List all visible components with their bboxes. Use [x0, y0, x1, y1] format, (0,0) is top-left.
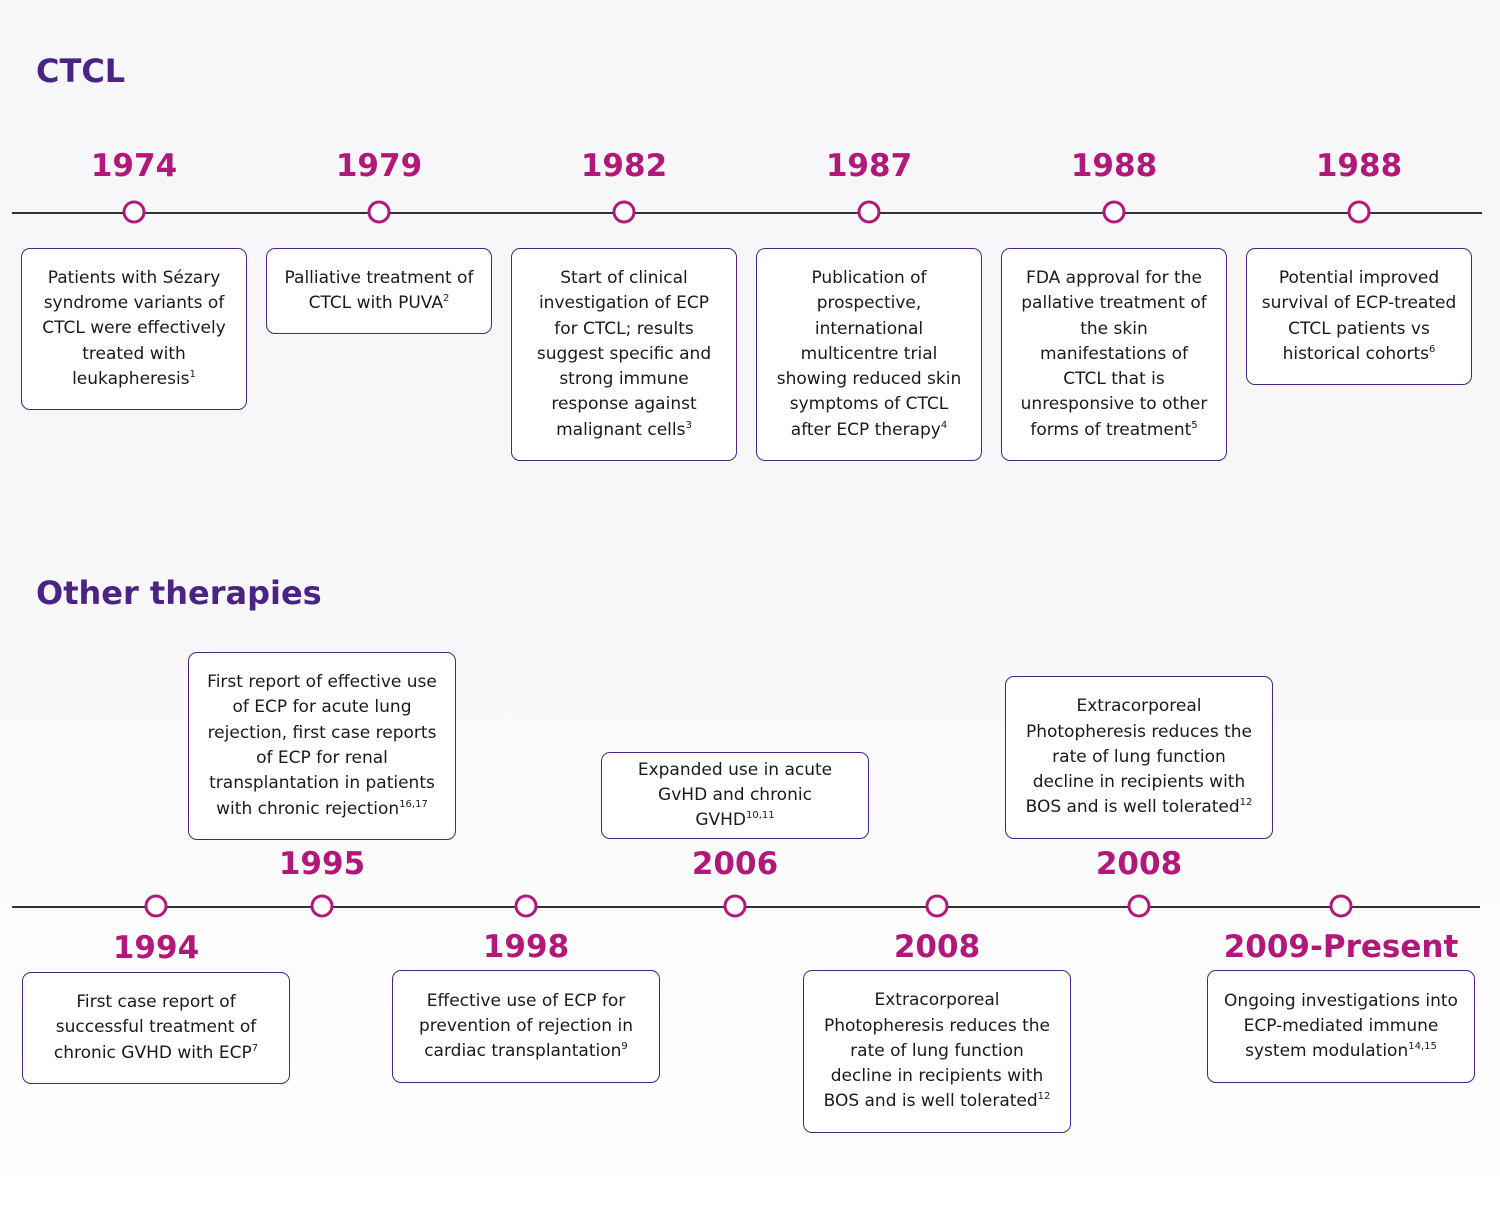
reference-number: 7 — [251, 1042, 259, 1054]
year-label: 1974 — [90, 148, 178, 184]
reference-number: 14,15 — [1408, 1041, 1437, 1053]
timeline-marker — [1102, 200, 1126, 224]
event-box: Palliative treatment of CTCL with PUVA2 — [266, 248, 492, 334]
year-label: 1998 — [482, 929, 570, 965]
year-label: 1994 — [112, 930, 200, 966]
timeline-marker — [612, 200, 636, 224]
event-box: FDA approval for the pallative treatment… — [1001, 248, 1227, 461]
other-therapies-section — [0, 522, 1500, 1206]
event-text: Extracorporeal Photopheresis reduces the… — [823, 990, 1051, 1112]
year-label: 1979 — [335, 148, 423, 184]
event-box: First case report of successful treatmen… — [22, 972, 290, 1084]
timeline-marker — [857, 200, 881, 224]
event-text: Expanded use in acute GvHD and chronic G… — [637, 759, 833, 831]
event-text-wrap: First report of effective use of ECP for… — [203, 670, 441, 822]
reference-number: 9 — [621, 1041, 628, 1053]
timeline-marker — [1127, 894, 1151, 918]
timeline-marker — [310, 894, 334, 918]
event-text-wrap: Palliative treatment of CTCL with PUVA2 — [281, 266, 477, 317]
timeline-marker — [925, 894, 949, 918]
event-box: Publication of prospective, internationa… — [756, 248, 982, 461]
timeline-marker — [144, 894, 168, 918]
reference-number: 16,17 — [399, 798, 428, 810]
event-text-wrap: Potential improved survival of ECP-treat… — [1261, 266, 1457, 367]
event-box: Patients with Sézary syndrome variants o… — [21, 248, 247, 410]
year-label: 2008 — [893, 929, 981, 965]
event-box: Ongoing investigations into ECP-mediated… — [1207, 970, 1475, 1083]
event-text-wrap: Publication of prospective, internationa… — [771, 266, 967, 443]
event-text: FDA approval for the pallative treatment… — [1020, 267, 1208, 440]
event-text-wrap: Effective use of ECP for prevention of r… — [407, 989, 645, 1065]
event-text: Ongoing investigations into ECP-mediated… — [1224, 990, 1458, 1062]
event-text: Palliative treatment of CTCL with PUVA — [284, 267, 474, 313]
event-text: Potential improved survival of ECP-treat… — [1261, 267, 1457, 364]
other-therapies-heading: Other therapies — [36, 574, 322, 612]
reference-number: 12 — [1037, 1091, 1051, 1103]
event-text: First report of effective use of ECP for… — [207, 672, 437, 819]
reference-number: 2 — [442, 293, 450, 304]
year-label: 1988 — [1070, 148, 1158, 184]
event-text: Patients with Sézary syndrome variants o… — [42, 267, 226, 389]
event-text: First case report of successful treatmen… — [53, 992, 257, 1063]
event-text-wrap: Ongoing investigations into ECP-mediated… — [1222, 989, 1460, 1065]
event-text-wrap: First case report of successful treatmen… — [37, 990, 275, 1066]
event-text-wrap: Start of clinical investigation of ECP f… — [526, 266, 722, 443]
timeline-marker — [1347, 200, 1371, 224]
event-box: Extracorporeal Photopheresis reduces the… — [1005, 676, 1273, 839]
year-label: 1987 — [825, 148, 913, 184]
event-text: Start of clinical investigation of ECP f… — [536, 267, 712, 440]
timeline-marker — [723, 894, 747, 918]
event-box: Start of clinical investigation of ECP f… — [511, 248, 737, 461]
event-box: Effective use of ECP for prevention of r… — [392, 970, 660, 1083]
event-text: Effective use of ECP for prevention of r… — [419, 990, 633, 1062]
year-label: 1995 — [278, 846, 366, 882]
year-label: 1982 — [580, 148, 668, 184]
event-text-wrap: Expanded use in acute GvHD and chronic G… — [616, 758, 854, 834]
event-text: Publication of prospective, internationa… — [776, 267, 962, 440]
reference-number: 6 — [1429, 343, 1436, 355]
event-box: Expanded use in acute GvHD and chronic G… — [601, 752, 869, 839]
event-box: First report of effective use of ECP for… — [188, 652, 456, 840]
timeline-marker — [514, 894, 538, 918]
timeline-marker — [367, 200, 391, 224]
ctcl-heading: CTCL — [36, 52, 126, 90]
reference-number: 10,11 — [746, 810, 775, 822]
reference-number: 1 — [189, 368, 196, 380]
timeline-marker — [1329, 894, 1353, 918]
reference-number: 12 — [1239, 797, 1253, 809]
event-text-wrap: Extracorporeal Photopheresis reduces the… — [818, 988, 1056, 1114]
year-label: 2008 — [1095, 846, 1183, 882]
event-box: Potential improved survival of ECP-treat… — [1246, 248, 1472, 385]
reference-number: 3 — [685, 419, 692, 431]
event-text: Extracorporeal Photopheresis reduces the… — [1025, 696, 1253, 818]
event-text-wrap: Patients with Sézary syndrome variants o… — [36, 266, 232, 392]
event-box: Extracorporeal Photopheresis reduces the… — [803, 970, 1071, 1133]
event-text-wrap: FDA approval for the pallative treatment… — [1016, 266, 1212, 443]
timeline-marker — [122, 200, 146, 224]
timeline-line — [12, 212, 1482, 214]
reference-number: 5 — [1191, 419, 1198, 431]
reference-number: 4 — [940, 419, 948, 431]
year-label: 1988 — [1315, 148, 1403, 184]
year-label: 2006 — [691, 846, 779, 882]
year-label: 2009-Present — [1223, 929, 1459, 965]
event-text-wrap: Extracorporeal Photopheresis reduces the… — [1020, 694, 1258, 820]
